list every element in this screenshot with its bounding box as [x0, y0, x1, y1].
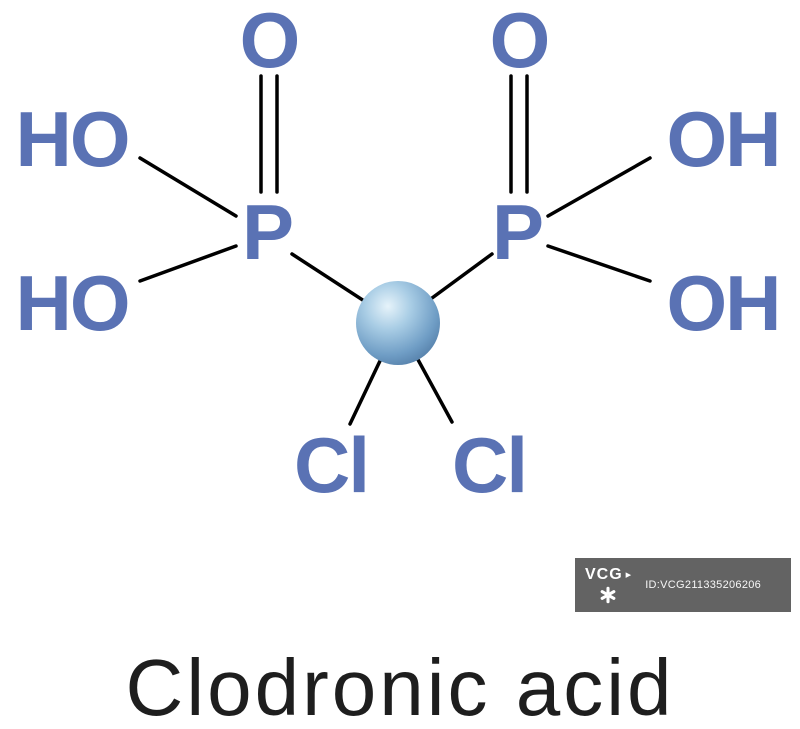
vcg-brand-text: VCG: [585, 566, 623, 584]
bond-oh-top-p-right: [546, 156, 652, 218]
bond-oh-bottom-p-right: [546, 244, 652, 283]
watermark-logo: VCG ▸: [585, 566, 631, 604]
atom-label-o-left: O: [239, 0, 301, 84]
atom-label-p-left: P: [241, 188, 294, 276]
atom-label-o-right: O: [489, 0, 551, 84]
compound-title: Clodronic acid: [125, 643, 675, 729]
watermark-id-text: ID:VCG211335206206: [645, 579, 762, 591]
watermark: VCG ▸ ID:VCG211335206206: [575, 558, 791, 612]
atom-label-oh-bottom: OH: [666, 259, 782, 347]
carbon-atom-sphere: [356, 281, 440, 365]
atom-label-p-right: P: [491, 188, 544, 276]
atom-label-cl-right: Cl: [452, 421, 528, 509]
bond-ho-top-p-left: [138, 156, 238, 218]
atom-label-ho-bottom: HO: [15, 259, 131, 347]
bond-ho-bottom-p-left: [138, 244, 238, 283]
triangle-icon: ▸: [625, 568, 632, 581]
atom-label-ho-top: HO: [15, 95, 131, 183]
atom-label-oh-top: OH: [666, 95, 782, 183]
vcg-flower-icon: [600, 586, 616, 604]
atom-label-cl-left: Cl: [294, 421, 370, 509]
